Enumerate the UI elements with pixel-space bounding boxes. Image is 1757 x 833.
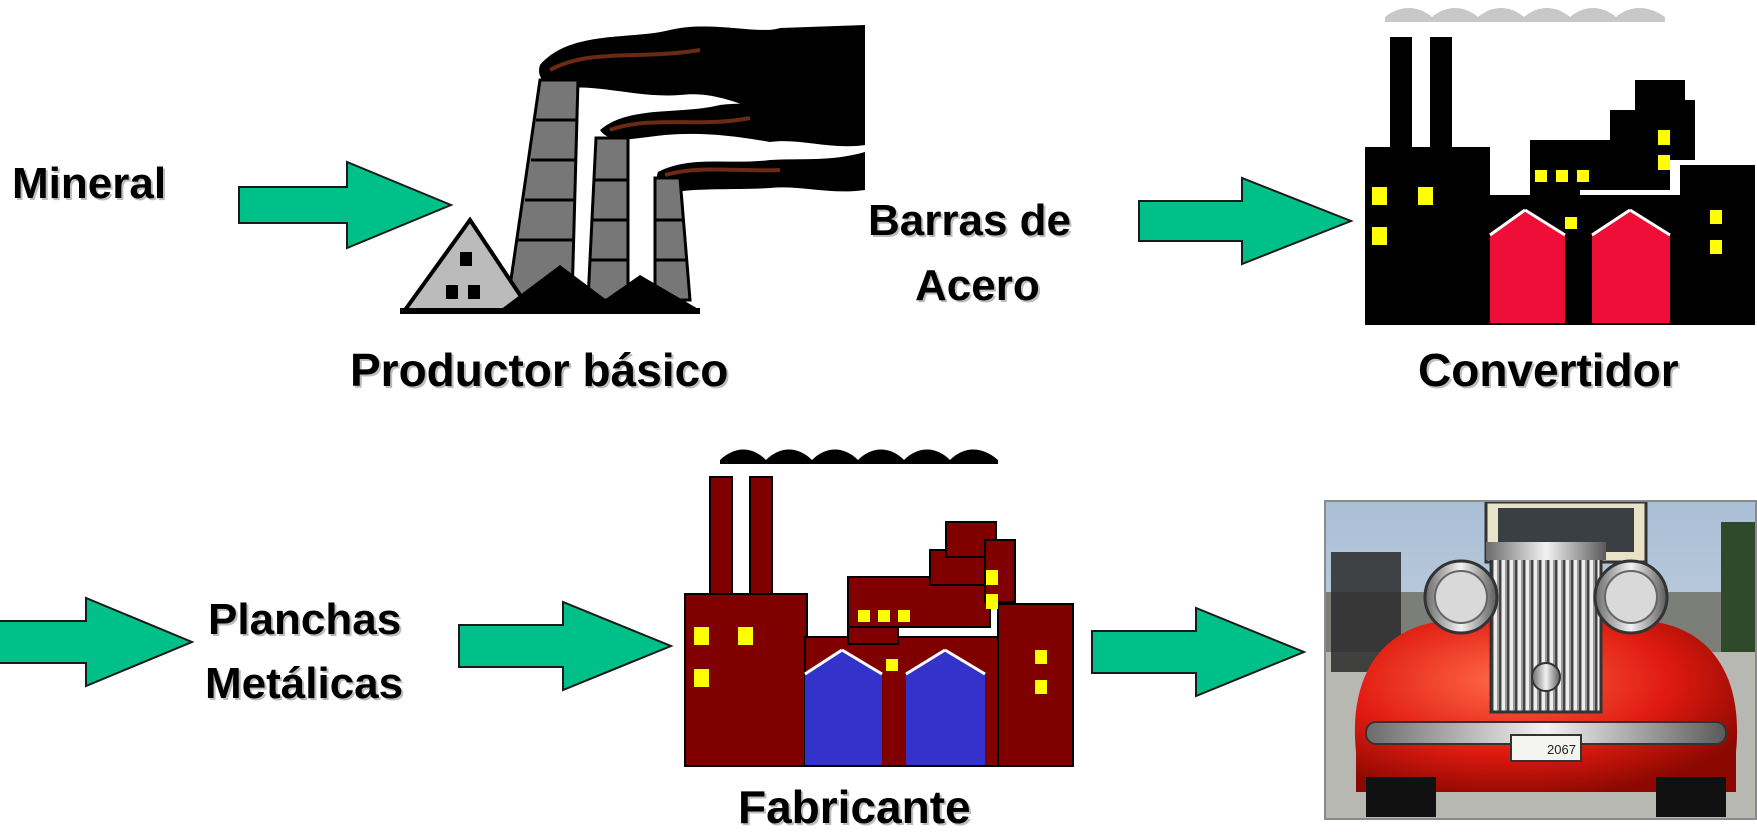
arrow-mineral-to-productor — [238, 160, 454, 250]
factory-maroon-icon — [684, 449, 1074, 767]
license-plate-text: 2067 — [1547, 742, 1576, 757]
arrow-planchas-to-fabricante — [458, 600, 674, 692]
label-mineral: Mineral — [12, 159, 167, 208]
label-convertidor: Convertidor — [1418, 344, 1679, 396]
label-barras-line2: Acero — [915, 261, 1040, 310]
arrow-into-planchas — [0, 596, 195, 688]
arrow-fabricante-to-car — [1091, 606, 1307, 698]
label-planchas-line2: Metálicas — [205, 659, 404, 708]
factory-black-icon — [1365, 8, 1755, 325]
car-photo-illustration: 2067 — [1326, 502, 1755, 818]
label-productor-basico: Productor básico — [350, 344, 729, 396]
smokestack-plant-icon — [400, 25, 865, 314]
label-fabricante: Fabricante — [738, 781, 971, 833]
vintage-car-photo: 2067 — [1324, 500, 1757, 820]
arrow-barras-to-convertidor — [1138, 176, 1354, 266]
label-barras-line1: Barras de — [868, 196, 1072, 245]
label-planchas-line1: Planchas — [208, 595, 402, 644]
